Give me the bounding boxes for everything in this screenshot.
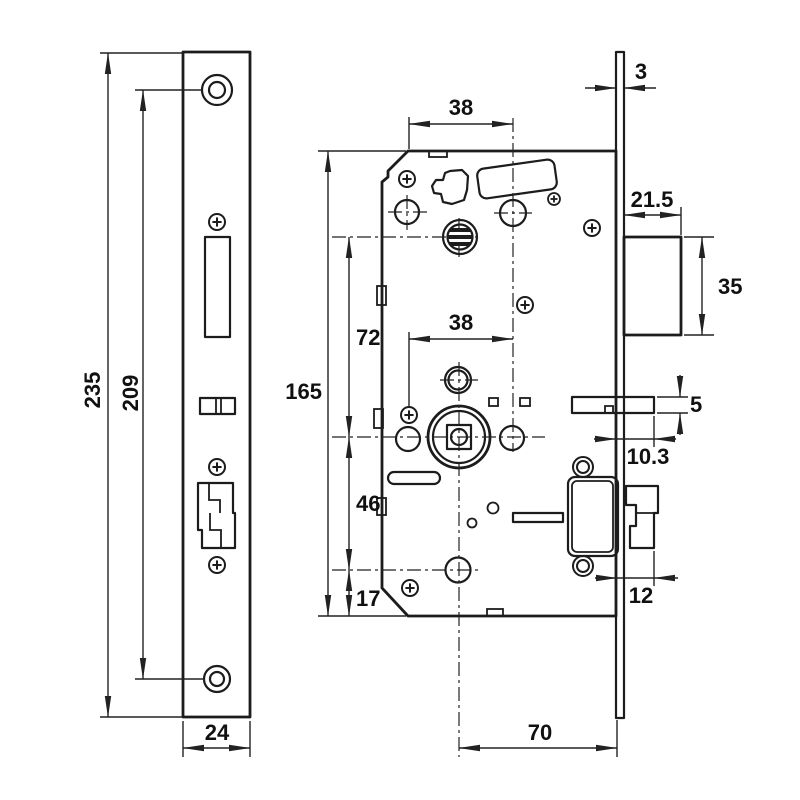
left-edge-tab [373, 408, 384, 429]
dim-label-46: 46 [356, 491, 380, 516]
dim-label-12: 12 [629, 583, 653, 608]
dim-label-72: 72 [356, 325, 380, 350]
left-edge-tab [376, 285, 387, 306]
link-bar [511, 511, 565, 524]
square-hole [488, 397, 499, 407]
deadbolt-front [196, 481, 237, 550]
handle-hole [498, 424, 526, 452]
dimension-aux-thickness: 5 [657, 375, 702, 435]
dimension-backset-mid: 38 [408, 310, 514, 407]
square-hole [519, 397, 531, 407]
deadbolt-housing [566, 456, 620, 577]
lock-body-outline [380, 149, 618, 618]
latch-opening [203, 235, 232, 339]
aux-bolt-opening [198, 396, 237, 416]
dim-label-35: 35 [718, 274, 742, 299]
spring-plate [476, 158, 558, 200]
dim-label-235: 235 [80, 372, 105, 409]
faceplate-outline [181, 50, 252, 719]
latch-bolt-side [622, 235, 683, 337]
dim-label-24: 24 [205, 720, 230, 745]
deadbolt-side [624, 484, 660, 550]
bottom-edge-tab [486, 608, 504, 617]
dimension-body-height: 165 [285, 150, 406, 617]
dim-label-5: 5 [690, 392, 702, 417]
dim-label-70: 70 [528, 720, 552, 745]
dim-label-3: 3 [635, 59, 647, 84]
dim-label-21-5: 21.5 [631, 187, 674, 212]
aux-guard-bolt [570, 395, 656, 415]
pin-hole [466, 517, 478, 529]
dim-label-17: 17 [356, 586, 380, 611]
top-edge-notch [428, 150, 448, 158]
dimension-backset-total: 70 [458, 720, 618, 757]
dimension-backset-top: 38 [408, 95, 514, 149]
dim-label-38-mid: 38 [449, 310, 473, 335]
dim-label-10-3: 10.3 [627, 444, 670, 469]
handle-hole [394, 425, 422, 453]
dimension-latch-height: 35 [684, 236, 742, 336]
dimension-plate-thickness: 3 [585, 59, 656, 92]
small-screw-icon [547, 192, 561, 206]
dimension-deadbolt-projection: 12 [595, 551, 678, 608]
dimension-aux-projection: 10.3 [594, 416, 676, 469]
dim-label-209: 209 [118, 375, 143, 412]
dimension-hub-to-spindle: 72 [345, 236, 380, 438]
pin-hole [486, 501, 500, 515]
dimension-screw-spacing: 209 [118, 89, 204, 680]
dim-label-165: 165 [285, 379, 322, 404]
follower-cam [430, 168, 470, 206]
left-edge-tab [376, 497, 387, 516]
faceplate-front-view [181, 50, 252, 719]
dimension-faceplate-height: 235 [80, 52, 183, 718]
dim-label-38-top: 38 [449, 95, 473, 120]
dimension-bottom-margin: 17 [345, 569, 380, 617]
dimension-spindle-to-bottom: 46 [345, 436, 380, 571]
centerlines [332, 118, 545, 757]
oval-slot [386, 470, 442, 486]
dimension-faceplate-width: 24 [182, 720, 251, 757]
dimension-latch-projection: 21.5 [623, 187, 682, 235]
